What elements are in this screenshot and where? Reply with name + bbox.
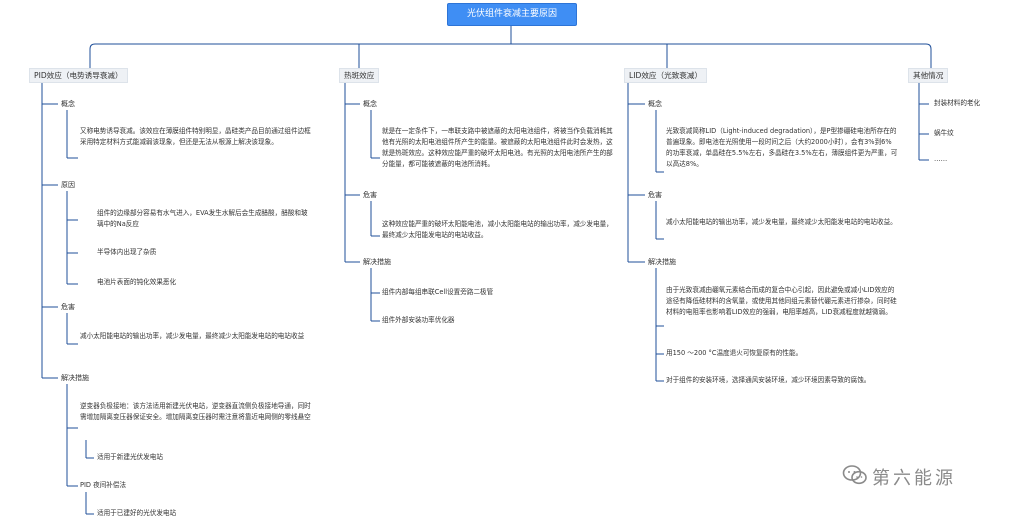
hotspot-harm-text: 这种效应能严重的破坏太阳能电池，减小太阳能电站的输出功率，减少发电量，最终减少太… — [382, 220, 613, 239]
other-item: …… — [934, 155, 948, 163]
lid-solution-item: 由于光致衰减由硼氧元素结合而成的复合中心引起，因此避免或减小LID效应的途径有降… — [666, 286, 897, 316]
other-item: 封装材料的老化 — [934, 99, 981, 107]
branch-pid[interactable]: PID效应（电势诱导衰减） — [29, 68, 128, 83]
other-item: 蜗牛纹 — [934, 129, 954, 137]
pid-cause-item: 组件的边缘部分容易有水气进入，EVA发生水解后会生成醋酸，醋酸和玻璃中的Na反应 — [97, 209, 308, 228]
pid-solution-1: 逆变器负极接地：该方法适用新建光伏电站，逆变器直流侧负极接地导通，同时需增加隔离… — [80, 402, 311, 421]
pid-harm-text: 减小太阳能电站的输出功率，减少发电量，最终减少太阳能发电站的电站收益 — [80, 332, 305, 340]
lid-solution-label: 解决措施 — [648, 258, 676, 266]
lid-harm-text: 减小太阳能电站的输出功率，减少发电量，最终减少太阳能发电站的电站收益。 — [666, 218, 897, 226]
root-node[interactable]: 光伏组件衰减主要原因 — [447, 3, 577, 26]
hotspot-solution-label: 解决措施 — [363, 258, 391, 266]
pid-concept-label: 概念 — [61, 100, 75, 108]
pid-solution-2-scope: 适用于已建好的光伏发电站 — [97, 509, 177, 517]
hotspot-concept-text: 就是在一定条件下，一串联支路中被遮蔽的太阳电池组件，将被当作负载消耗其他有光照的… — [382, 127, 613, 168]
watermark: 第六能源 — [842, 464, 956, 490]
lid-concept-label: 概念 — [648, 100, 662, 108]
hotspot-harm-label: 危害 — [363, 191, 377, 199]
branch-other[interactable]: 其他情况 — [908, 68, 949, 83]
wechat-icon — [842, 464, 868, 490]
branch-hotspot[interactable]: 热斑效应 — [339, 68, 380, 83]
pid-solution-1-scope: 适用于新建光伏发电站 — [97, 453, 163, 461]
hotspot-concept-label: 概念 — [363, 100, 377, 108]
pid-concept-text: 又称电势诱导衰减。该效应在薄膜组件特别明显，晶硅类产品目前通过组件边框采用特定材… — [80, 127, 311, 146]
pid-cause-item: 电池片表面的钝化效果恶化 — [97, 278, 177, 286]
hotspot-solution-item: 组件外部安装功率优化器 — [382, 316, 455, 324]
lid-solution-item: 用150 ～200 °C温度退火可恢复原有的性能。 — [666, 349, 803, 357]
hotspot-solution-item: 组件内部每组串联Cell设置旁路二极管 — [382, 288, 494, 296]
lid-solution-item: 对于组件的安装环境，选择通风安装环境，减少环境因素导致的腐蚀。 — [666, 376, 871, 384]
watermark-text: 第六能源 — [872, 468, 956, 489]
pid-cause-label: 原因 — [61, 181, 75, 189]
lid-harm-label: 危害 — [648, 191, 662, 199]
lid-concept-text: 光致衰减简称LID（Light-induced degradation），是P型… — [666, 127, 898, 168]
pid-solution-label: 解决措施 — [61, 374, 89, 382]
pid-solution-2: PID 夜间补偿法 — [80, 481, 127, 489]
pid-cause-item: 半导体内出现了杂质 — [97, 248, 157, 256]
pid-harm-label: 危害 — [61, 303, 75, 311]
branch-lid[interactable]: LID效应（光致衰减） — [624, 68, 708, 83]
